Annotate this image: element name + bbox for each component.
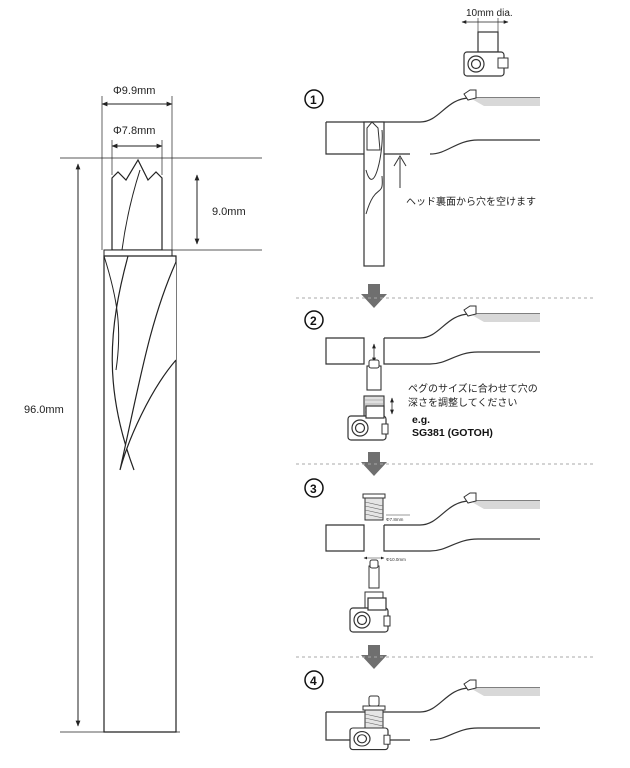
- step-2-badge: [304, 310, 324, 330]
- step-2-note-line1: ペグのサイズに合わせて穴の: [408, 382, 538, 395]
- peg-diameter-detail: 10mm dia.: [461, 8, 513, 77]
- step-2-example-label: e.g.: [412, 414, 430, 426]
- outer-diameter-label: Φ9.9mm: [113, 85, 155, 97]
- step-4: 4: [304, 670, 540, 751]
- step-4-badge: [304, 670, 324, 690]
- step-arrow-1: [361, 284, 387, 308]
- peg-diameter-label: 10mm dia.: [466, 8, 513, 19]
- step-1-number: 1: [310, 93, 317, 107]
- inner-diameter-label: Φ7.8mm: [113, 125, 155, 137]
- step-2-note-line2: 深さを調整してください: [408, 396, 517, 409]
- step-2: 2 ペグのサイズに合わせて穴の 深さを調整してください e.g. SG381 (…: [304, 305, 540, 441]
- step-3-number: 3: [310, 482, 317, 496]
- step-2-example-model: SG381 (GOTOH): [412, 427, 493, 439]
- step-3-bottom-dim: Φ10.0mm: [386, 557, 406, 562]
- step-3-badge: [304, 478, 324, 498]
- step-1-badge: [304, 89, 324, 109]
- step-4-number: 4: [310, 674, 317, 688]
- total-length-label: 96.0mm: [24, 404, 64, 416]
- drill-bit-drawing: Φ9.9mm Φ7.8mm 9.0mm 96.0mm: [24, 85, 262, 733]
- step-1: 1 ヘッド裏面から穴を空けます: [304, 89, 540, 267]
- tip-length-label: 9.0mm: [212, 206, 246, 218]
- step-1-note: ヘッド裏面から穴を空けます: [406, 195, 536, 208]
- step-2-number: 2: [310, 314, 317, 328]
- step-3: 3 Φ7.8mm Φ10.0mm: [304, 478, 540, 633]
- step-3-top-dim: Φ7.8mm: [386, 517, 404, 522]
